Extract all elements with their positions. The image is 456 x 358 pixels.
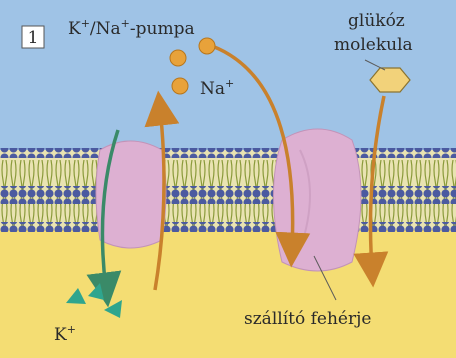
glucose-label-line1: glükóz: [348, 11, 405, 31]
sodium-ion: [199, 38, 215, 54]
figure-number: 1: [28, 28, 39, 48]
lipid-bilayer: [0, 148, 456, 232]
sodium-ion: [170, 50, 186, 66]
sodium-ion: [172, 78, 188, 94]
transporter-label: szállító fehérje: [244, 309, 371, 329]
glucose-label-line2: molekula: [334, 35, 413, 55]
na-k-pump-protein: [96, 141, 166, 248]
